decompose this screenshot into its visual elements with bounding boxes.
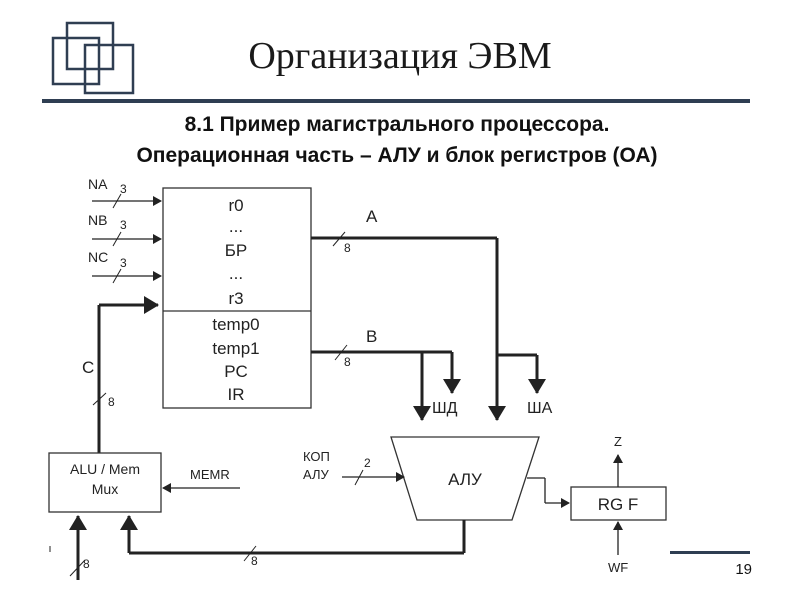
input-nc-width: 3	[120, 256, 127, 270]
reg-ellipsis-1: ...	[229, 217, 243, 236]
reg-br: БР	[225, 241, 248, 260]
bus-a: A 8	[311, 207, 546, 421]
alu-op-label-1: КОП	[303, 449, 330, 464]
alu-result-width: 8	[251, 554, 258, 568]
input-na-label: NA	[88, 176, 108, 192]
subtitle-line-1: 8.1 Пример магистрального процессора.	[184, 113, 610, 136]
bus-c-label: C	[82, 358, 94, 377]
mem-data-input: 8	[49, 515, 90, 580]
bus-b-width: 8	[344, 355, 351, 369]
input-nb-label: NB	[88, 212, 107, 228]
register-block: r0 ... БР ... r3 temp0 temp1 PC IR	[162, 187, 312, 409]
input-nb: NB 3	[88, 212, 162, 247]
subtitle-line-2: Операционная часть – АЛУ и блок регистро…	[136, 144, 658, 167]
flags-register: RG F Z WF	[570, 434, 667, 575]
reg-ir: IR	[228, 385, 245, 404]
page-number-rule	[670, 551, 750, 554]
input-nc: NC 3	[88, 249, 162, 284]
alu-result-bus: 8	[120, 515, 466, 568]
bus-a-label: A	[366, 207, 378, 226]
flags-out-label: Z	[614, 434, 622, 449]
reg-temp1: temp1	[212, 339, 259, 358]
alu: АЛУ	[390, 436, 540, 521]
input-na: NA 3	[88, 176, 162, 209]
reg-temp0: temp0	[212, 315, 259, 334]
mem-data-width: 8	[83, 557, 90, 571]
bus-b: B 8	[311, 327, 461, 421]
address-bus-label: ША	[527, 400, 553, 417]
bus-a-width: 8	[344, 241, 351, 255]
reg-r0: r0	[228, 196, 243, 215]
flags-label: RG F	[598, 495, 639, 514]
mux-label-1: ALU / Mem	[70, 461, 140, 477]
alu-op-label-2: АЛУ	[303, 467, 329, 482]
alu-mem-mux: ALU / Mem Mux	[48, 452, 162, 513]
bus-c-width: 8	[108, 395, 115, 409]
alu-to-flags	[527, 477, 570, 508]
page-number: 19	[735, 561, 752, 578]
reg-r3: r3	[228, 289, 243, 308]
input-nc-label: NC	[88, 249, 108, 265]
title-divider	[42, 99, 750, 103]
input-na-width: 3	[120, 182, 127, 196]
data-bus-label: ШД	[432, 400, 458, 417]
mux-label-2: Mux	[92, 481, 118, 497]
bus-b-label: B	[366, 327, 377, 346]
bus-c: C 8	[82, 296, 159, 453]
alu-opcode-input: КОП АЛУ 2	[303, 449, 405, 486]
alu-op-width: 2	[364, 456, 371, 470]
slide-title: Организация ЭВМ	[248, 35, 552, 77]
flags-in-label: WF	[608, 560, 628, 575]
input-nb-width: 3	[120, 218, 127, 232]
reg-pc: PC	[224, 362, 248, 381]
alu-label: АЛУ	[448, 470, 482, 489]
memr-signal: MEMR	[162, 467, 240, 493]
memr-label: MEMR	[190, 467, 230, 482]
reg-ellipsis-2: ...	[229, 264, 243, 283]
